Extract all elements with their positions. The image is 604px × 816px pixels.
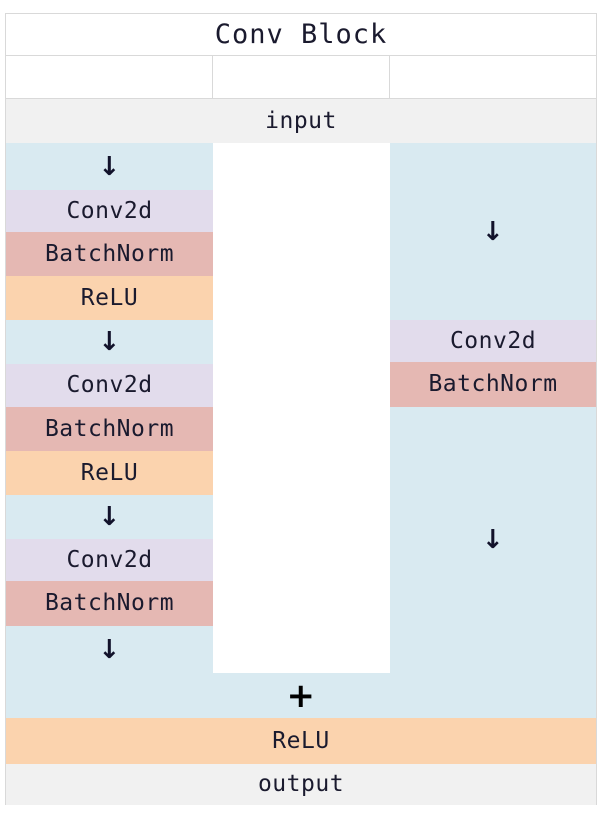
layer-batchnorm-cell: BatchNorm [6,407,213,451]
path-gap-column [213,143,390,673]
output-label: output [6,764,596,805]
flow-arrow-cell: ↓ [6,495,213,539]
flow-arrow-cell: ↓ [390,143,596,320]
layer-conv-cell: Conv2d [6,539,213,581]
final-relu-label: ReLU [6,718,596,764]
layer-relu-cell: ReLU [6,451,213,495]
layer-label: Conv2d [449,327,537,354]
final-relu-row: ReLU [6,718,596,764]
layer-conv-cell: Conv2d [390,320,596,362]
layer-conv-cell: Conv2d [6,190,213,232]
down-arrow-icon: ↓ [481,216,505,247]
layer-label: ReLU [80,459,139,486]
down-arrow-icon: ↓ [98,327,121,357]
output-row: output [6,764,596,805]
column-spacer-row [6,56,596,99]
flow-arrow-cell: ↓ [6,143,213,190]
down-arrow-icon: ↓ [98,502,121,532]
input-row: input [6,99,596,143]
title-row: Conv Block [6,14,596,56]
layer-label: BatchNorm [44,240,175,267]
flow-arrow-cell: ↓ [390,407,596,673]
layer-conv-cell: Conv2d [6,364,213,407]
layer-relu-cell: ReLU [6,276,213,320]
down-arrow-icon: ↓ [98,151,121,182]
layer-batchnorm-cell: BatchNorm [6,232,213,276]
layer-batchnorm-cell: BatchNorm [6,581,213,626]
layer-label: BatchNorm [428,371,558,397]
page-title: Conv Block [6,14,596,55]
spacer-cell-middle [213,56,390,98]
layer-label: ReLU [80,284,139,311]
layer-label: BatchNorm [44,590,175,616]
down-arrow-icon: ↓ [481,525,505,555]
spacer-cell-right [390,56,596,98]
flow-arrow-cell: ↓ [6,320,213,364]
layer-label: Conv2d [66,546,153,573]
down-arrow-icon: ↓ [98,634,121,665]
plus-icon: + [286,675,316,716]
merge-cell: + [6,673,596,718]
input-label: input [6,99,596,143]
layer-label: BatchNorm [44,415,175,442]
layer-batchnorm-cell: BatchNorm [390,362,596,407]
layer-label: Conv2d [66,197,153,224]
flow-arrow-cell: ↓ [6,626,213,673]
spacer-cell-left [6,56,213,98]
merge-row: + [6,673,596,718]
layer-label: Conv2d [66,372,153,398]
